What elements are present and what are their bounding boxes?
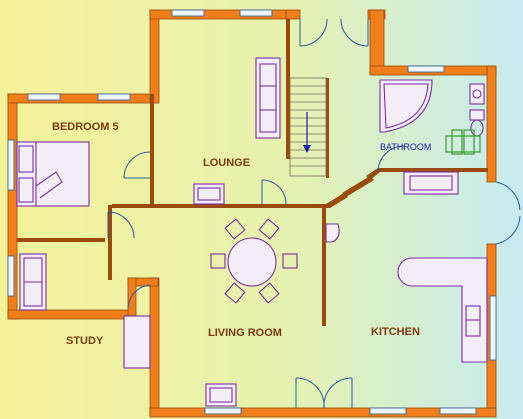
window-lounge-left	[171, 9, 205, 17]
dining-chair	[258, 218, 280, 240]
room-label-living-room: LIVING ROOM	[208, 327, 282, 339]
windows	[7, 9, 497, 415]
dining-chair	[210, 253, 226, 269]
room-label-lounge: LOUNGE	[203, 157, 250, 169]
window-bedroom-left	[27, 93, 61, 101]
living-armchair	[205, 383, 237, 407]
window-kitchen-side	[489, 295, 497, 361]
interior-walls	[17, 19, 488, 326]
room-label-study: STUDY	[66, 335, 104, 347]
dining-table	[210, 218, 298, 304]
window-bedroom-side	[7, 139, 15, 191]
lounge-armchair	[193, 183, 225, 205]
kitchen-sink	[465, 305, 481, 337]
bathroom-chair	[445, 129, 481, 155]
room-label-kitchen: KITCHEN	[371, 326, 420, 338]
window-study-side	[7, 255, 15, 297]
window-bedroom-right	[97, 93, 131, 101]
window-kitchen-bottom-2	[439, 407, 477, 415]
kitchen-sofa	[403, 171, 459, 195]
hall-chair	[325, 223, 340, 243]
window-bathroom	[407, 65, 445, 73]
window-kitchen-bottom-1	[369, 407, 407, 415]
study-desk	[123, 315, 151, 369]
dining-chair	[224, 282, 246, 304]
dining-chair	[224, 218, 246, 240]
bathroom-basin	[469, 83, 485, 105]
double-bed	[16, 141, 90, 207]
bathtub	[379, 79, 433, 133]
stair-arrow-icon	[303, 145, 311, 153]
staircase	[289, 77, 327, 177]
dining-chair	[282, 253, 298, 269]
dining-chair	[258, 282, 280, 304]
study-sofa	[19, 253, 47, 311]
kitchen-counter	[397, 257, 488, 363]
doors	[107, 18, 521, 409]
room-label-bedroom: BEDROOM 5	[52, 121, 119, 133]
window-lounge-right	[239, 9, 273, 17]
lounge-sofa	[255, 57, 281, 139]
window-living-bottom	[204, 407, 242, 415]
room-label-bathroom: BATHROOM	[380, 142, 431, 152]
